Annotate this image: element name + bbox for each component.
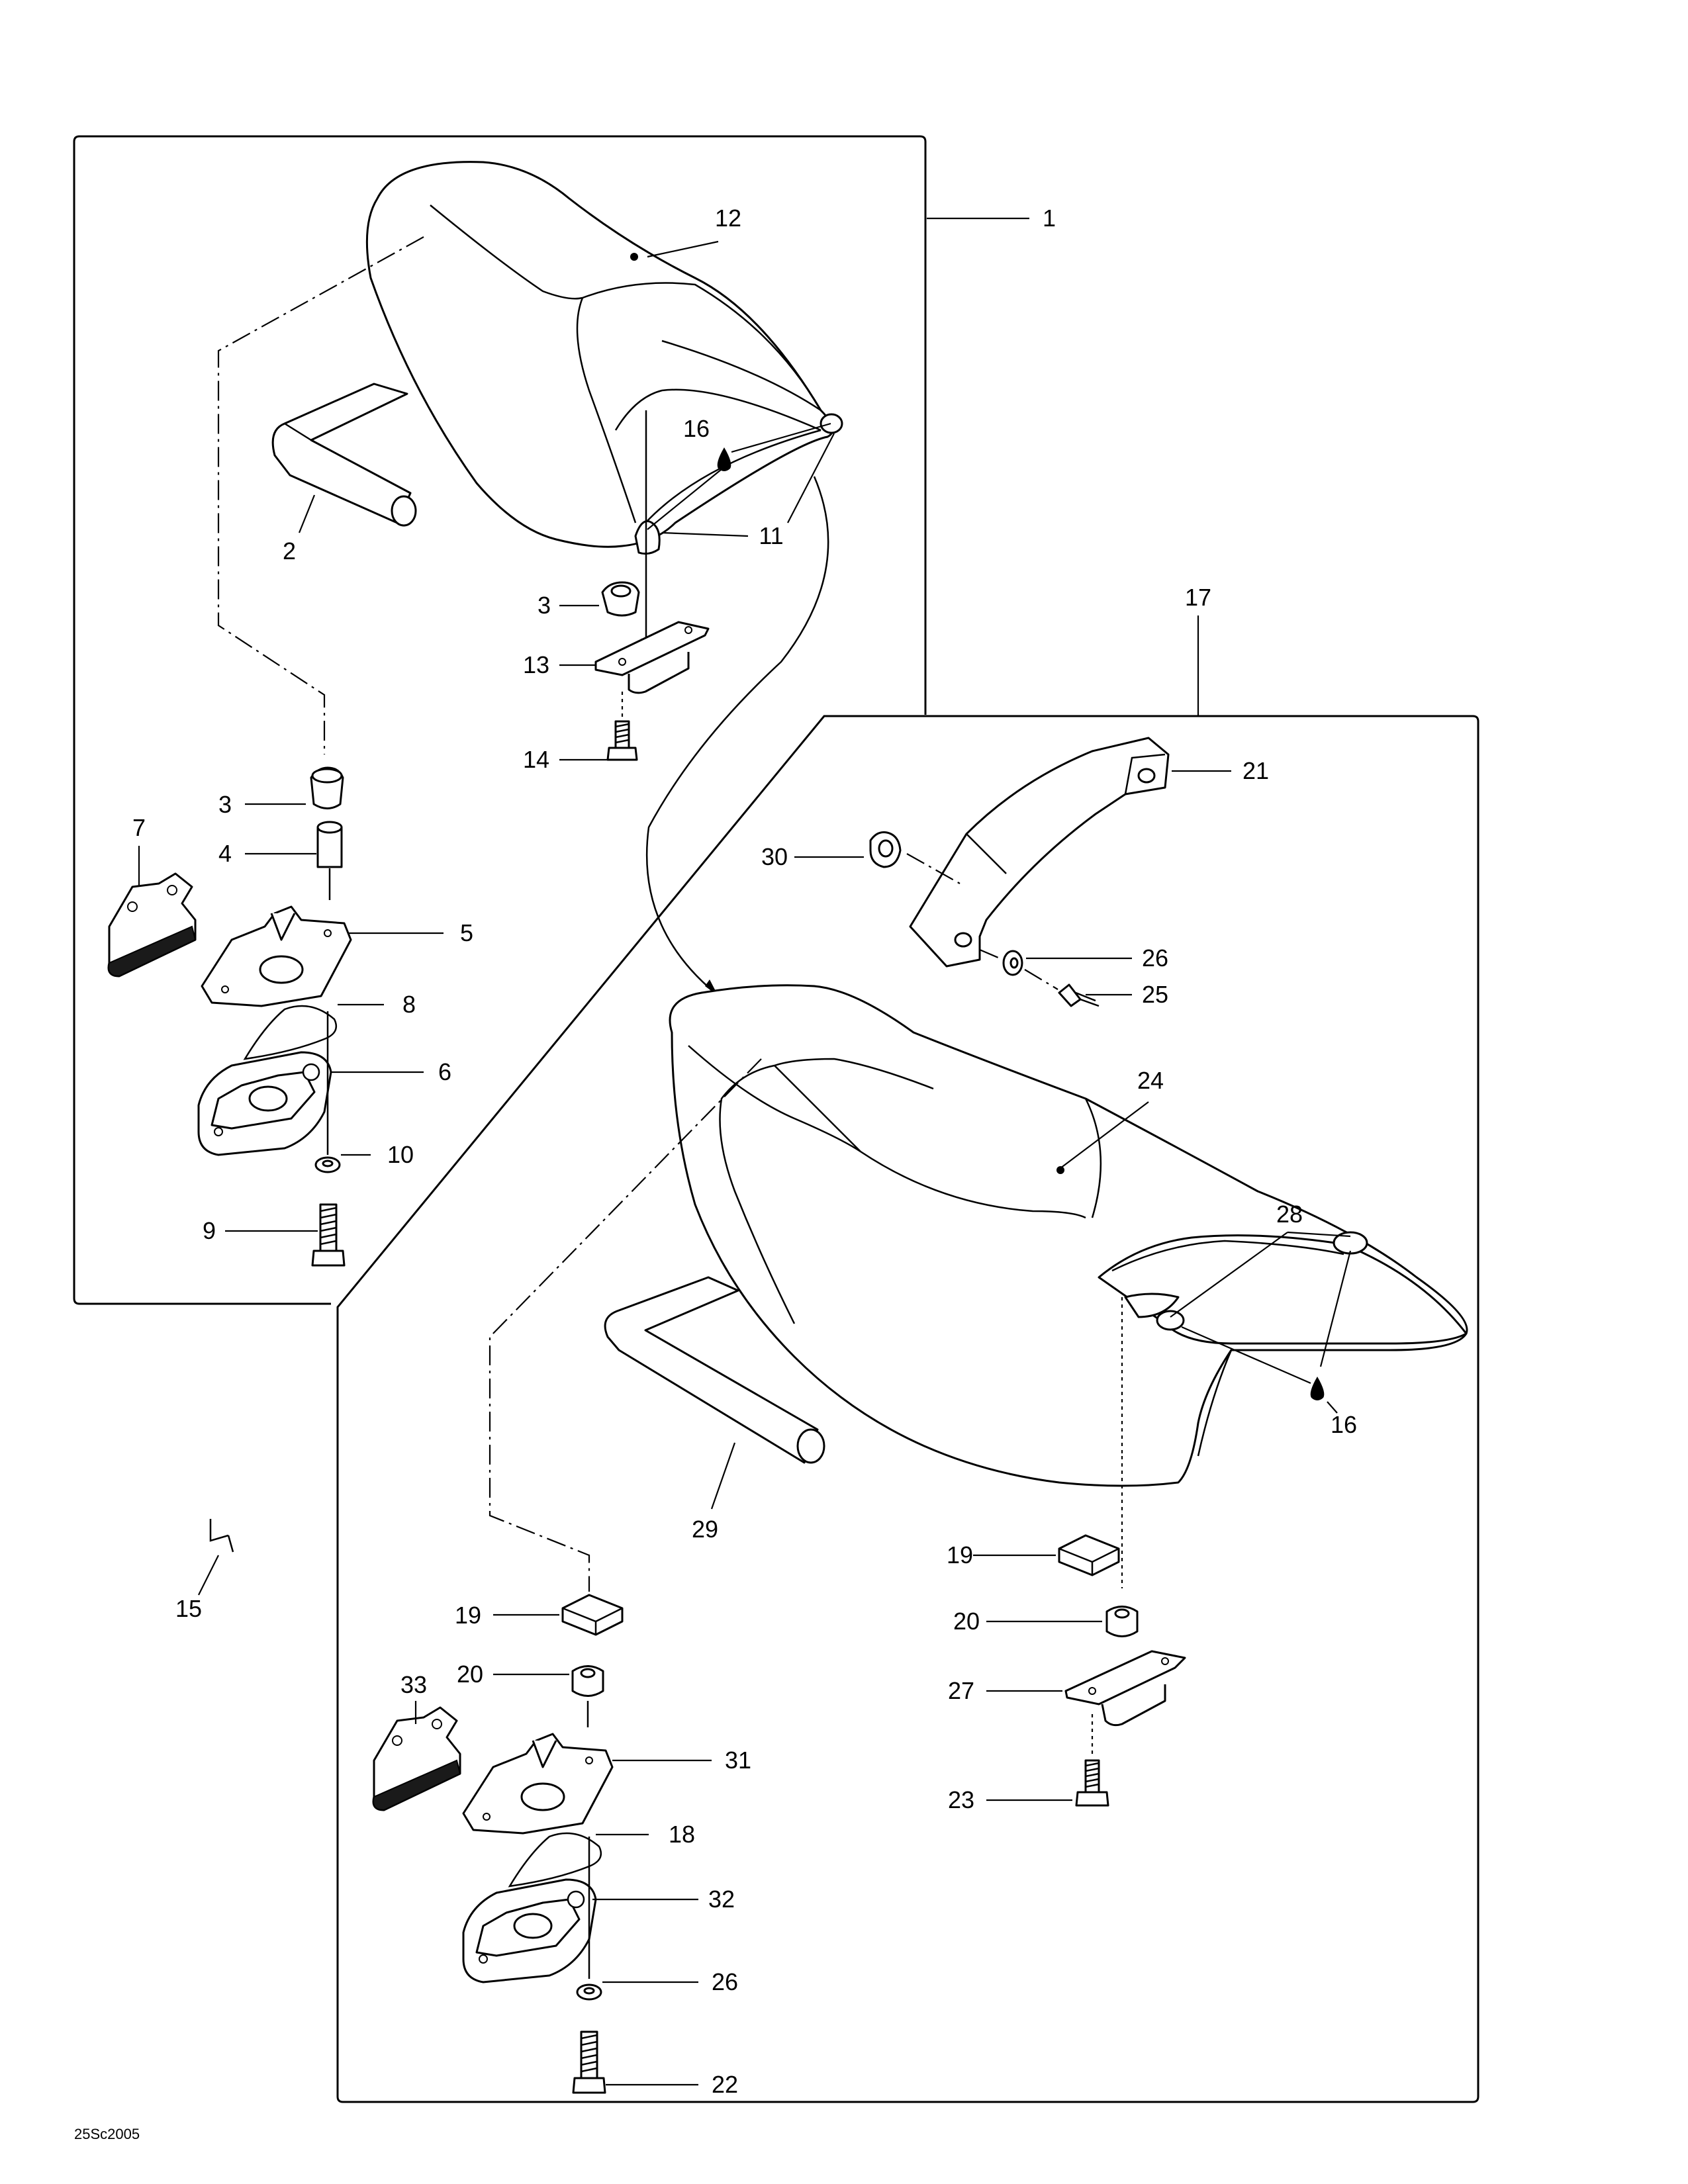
callout-19-left: 19 [455,1602,481,1629]
callout-7: 7 [132,814,146,841]
latch-33 [372,1706,461,1811]
assembly-1-frame [79,135,927,715]
callout-6: 6 [438,1058,451,1085]
bolt-22 [572,2030,606,2094]
hex-nut-20-left [571,1665,604,1697]
callout-1: 1 [1043,205,1056,232]
callout-20-left: 20 [457,1661,483,1688]
square-nut-19-right [1058,1534,1120,1576]
callout-11: 11 [759,522,783,549]
callout-3-upper: 3 [538,592,551,619]
callout-3-lower: 3 [218,791,232,818]
callout-19-right: 19 [947,1541,973,1569]
bar-2 [271,383,417,527]
callout-33: 33 [400,1671,427,1698]
dashdot-seat-24-to-latch [489,1058,762,1592]
callout-13: 13 [523,651,549,678]
callout-23: 23 [948,1786,974,1813]
hex-nut-20-right [1105,1606,1139,1637]
dashdot-25 [1024,969,1058,990]
callout-labels: 1 2 3 3 4 5 6 7 8 9 10 11 12 13 14 15 16… [132,205,1357,2098]
bolt-9 [311,1203,346,1267]
curve-to-lower-seat [645,476,829,993]
callout-28: 28 [1276,1201,1303,1228]
dashdot-26 [979,948,1004,961]
callout-12: 12 [715,205,741,232]
grab-handle-21 [909,737,1170,968]
dashdot-seat-12-to-latch [217,236,424,754]
dashdot-30 [906,853,961,884]
droplet-icon-upper [717,447,731,471]
callout-8: 8 [402,991,416,1018]
grommet-3-upper [601,581,640,617]
clip-8 [243,1005,338,1060]
screw-25 [1058,983,1100,1007]
leader-lines [138,217,1352,2086]
grommet-3-lower [310,766,344,809]
callout-24: 24 [1137,1067,1164,1094]
spacer-4 [316,821,343,868]
grommet-30 [869,831,902,868]
bracket-31 [462,1733,614,1835]
callout-32: 32 [708,1886,735,1913]
callout-10: 10 [387,1141,414,1168]
plate-27 [1064,1650,1186,1727]
callout-27: 27 [948,1677,974,1704]
square-nut-19-left [561,1594,624,1636]
callout-20-right: 20 [953,1608,980,1635]
seat-24 [669,984,1468,1487]
droplet-icon-lower [1310,1377,1325,1400]
seat-12 [365,161,843,555]
callout-21: 21 [1243,757,1269,784]
callout-25: 25 [1142,981,1168,1008]
callout-14: 14 [523,746,549,773]
callout-26-upper: 26 [1142,944,1168,972]
callout-16-lower: 16 [1331,1411,1357,1438]
washer-10 [314,1156,341,1173]
base-6 [197,1051,332,1156]
bracket-5 [201,905,352,1007]
washer-26-lower [576,1983,602,2001]
callout-5: 5 [460,919,473,946]
callout-26-lower: 26 [712,1968,738,1995]
callout-30: 30 [761,843,788,870]
bar-29 [604,1276,825,1464]
callout-22: 22 [712,2071,738,2098]
base-32 [462,1878,597,1983]
callout-31: 31 [725,1747,751,1774]
assembly-17-frame [336,715,1479,2103]
callout-9: 9 [203,1217,216,1244]
callout-16-upper: 16 [683,415,710,442]
symbol-15 [209,1519,234,1553]
callout-29: 29 [692,1516,718,1543]
callout-18: 18 [669,1821,695,1848]
callout-4: 4 [218,840,232,867]
assembly-1-frame-left [73,135,331,1305]
plate-13 [594,621,710,694]
screw-23 [1075,1759,1109,1807]
callout-17: 17 [1185,584,1211,611]
latch-7 [107,872,197,978]
clip-18 [508,1832,602,1888]
reference-code: 25Sc2005 [74,2126,140,2142]
washer-26-upper [1002,950,1023,976]
callout-2: 2 [283,537,296,565]
callout-15: 15 [175,1595,202,1622]
screw-14 [606,720,638,761]
